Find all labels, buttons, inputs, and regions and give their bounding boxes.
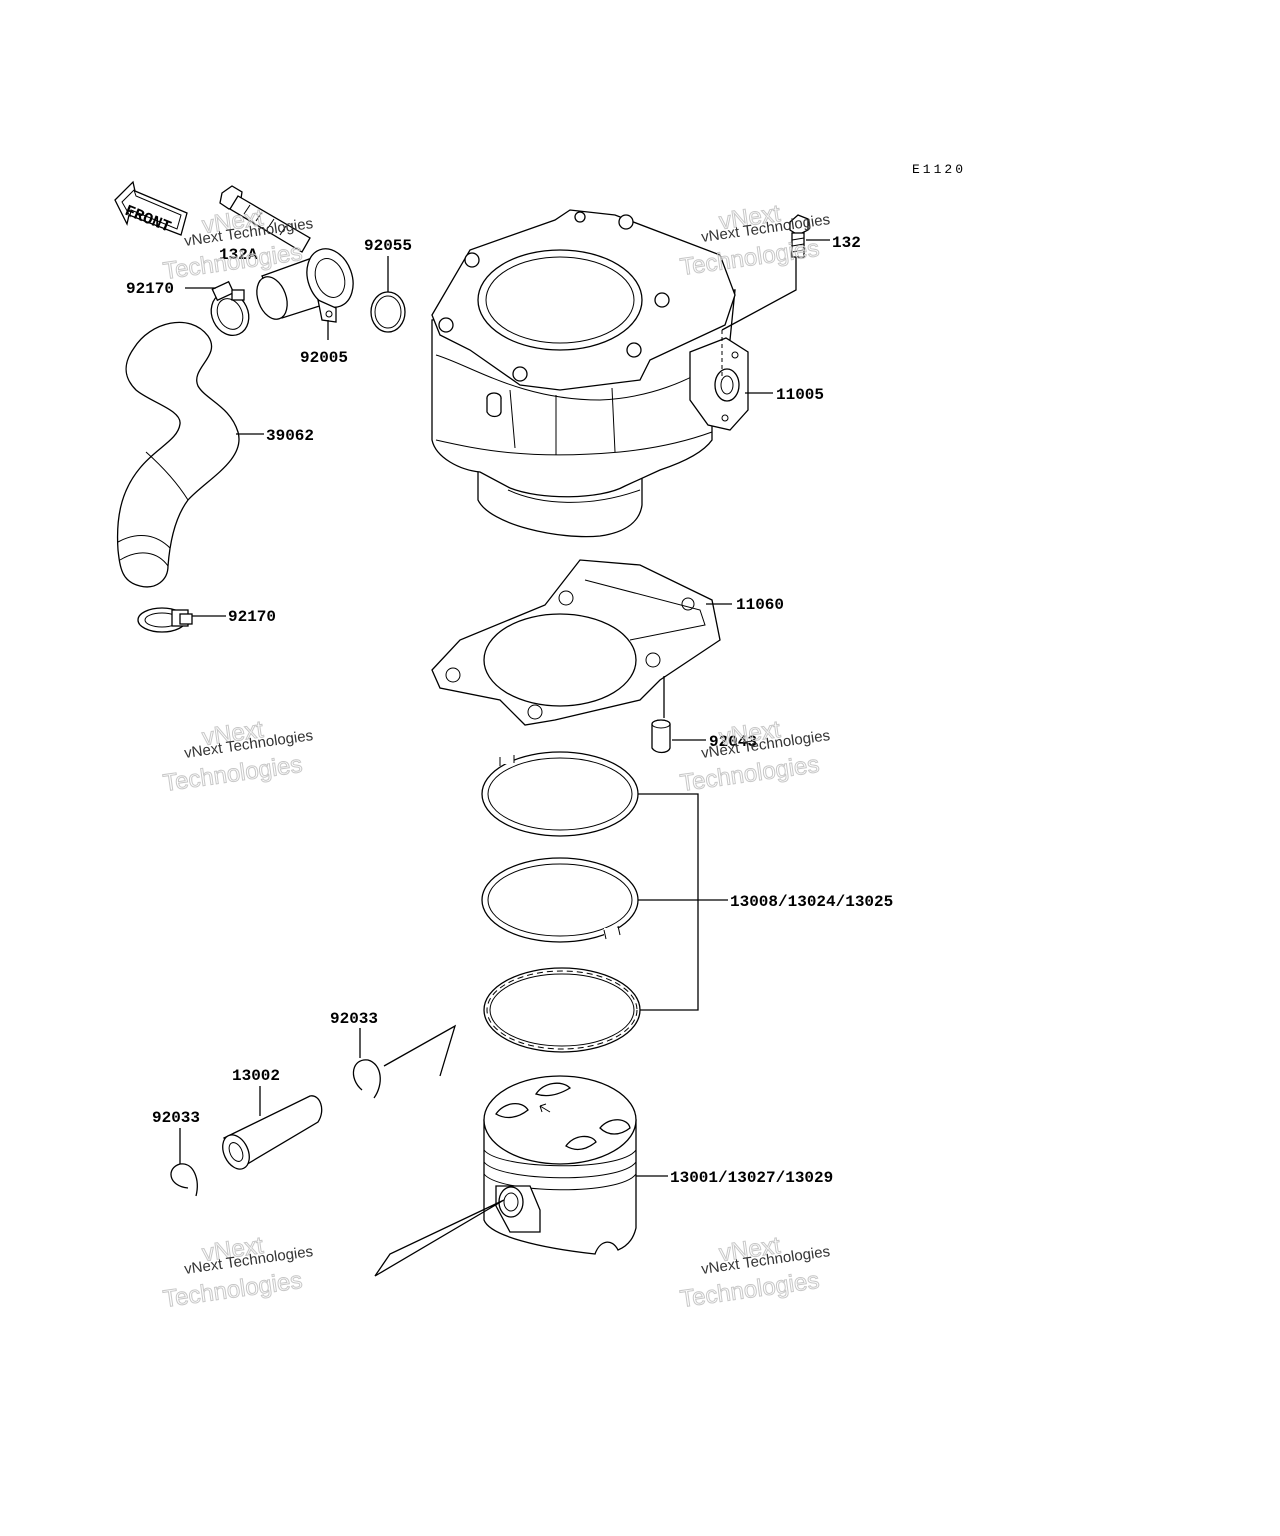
radiator-hose-39062 <box>116 321 240 588</box>
label-39062: 39062 <box>266 427 314 445</box>
label-13008-13024-13025: 13008/13024/13025 <box>730 893 893 911</box>
svg-text:Technologies: Technologies <box>161 751 304 797</box>
label-92170-bottom: 92170 <box>228 608 276 626</box>
watermark-bottom-left: vNext vNext Technologies Technologies <box>161 1231 314 1313</box>
bolt-132 <box>789 214 809 258</box>
svg-text:Technologies: Technologies <box>678 1267 821 1313</box>
label-13001-13027-13029: 13001/13027/13029 <box>670 1169 833 1187</box>
o-ring-92055 <box>370 291 406 333</box>
label-92005: 92005 <box>300 349 348 367</box>
diagram-code: E1120 <box>912 162 966 177</box>
label-92170-top: 92170 <box>126 280 174 298</box>
label-11005: 11005 <box>776 386 824 404</box>
piston-ring-second <box>481 857 639 943</box>
base-gasket-11060 <box>431 559 721 726</box>
svg-text:Technologies: Technologies <box>678 751 821 797</box>
dowel-pin-92043 <box>651 676 671 754</box>
piston-ring-top <box>481 751 639 837</box>
label-132: 132 <box>832 234 861 252</box>
svg-text:Technologies: Technologies <box>161 1267 304 1313</box>
label-92033-upper: 92033 <box>330 1010 378 1028</box>
watermark-mid-right: vNext vNext Technologies Technologies <box>678 715 831 797</box>
label-92043: 92043 <box>709 733 757 751</box>
label-92055: 92055 <box>364 237 412 255</box>
front-arrow-icon: FRONT <box>114 180 188 237</box>
piston-pin-13002 <box>222 1095 323 1170</box>
label-92033-lower: 92033 <box>152 1109 200 1127</box>
hose-clamp-92170-bottom <box>137 607 193 633</box>
watermark-top-right: vNext vNext Technologies Technologies <box>678 199 831 281</box>
circlip-92033-upper <box>352 1059 381 1099</box>
label-13002: 13002 <box>232 1067 280 1085</box>
water-fitting-92005 <box>256 248 354 323</box>
watermark-bottom-right: vNext vNext Technologies Technologies <box>678 1231 831 1313</box>
bolt-132a <box>219 185 311 253</box>
piston-13001 <box>483 1075 637 1255</box>
cylinder-11005 <box>431 209 749 538</box>
svg-text:Technologies: Technologies <box>678 235 821 281</box>
piston-ring-oil <box>483 967 641 1053</box>
label-132a: 132A <box>219 246 258 264</box>
label-11060: 11060 <box>736 596 784 614</box>
hose-clamp-92170-top <box>210 280 250 336</box>
circlip-92033-lower <box>170 1163 198 1197</box>
watermark-mid-left: vNext vNext Technologies Technologies <box>161 715 314 797</box>
